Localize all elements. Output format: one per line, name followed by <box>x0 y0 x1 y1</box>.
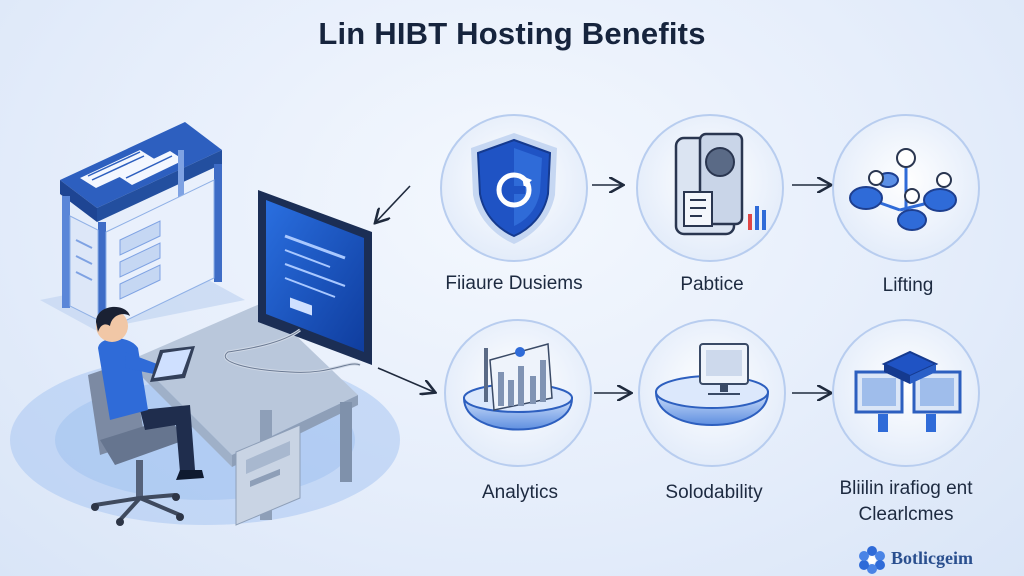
benefit-label-4: Analytics <box>481 482 559 503</box>
page-title: Lin HIBT Hosting Benefits <box>318 16 706 51</box>
benefit-label-3: Lifting <box>882 275 934 296</box>
server-device-icon <box>674 132 766 236</box>
analytics-bowl-icon <box>462 343 574 431</box>
benefit-circle-3 <box>832 114 980 262</box>
benefit-circle-5 <box>638 319 786 467</box>
benefit-circle-2 <box>636 114 784 262</box>
logo-flower-icon <box>859 546 885 574</box>
benefit-label-6-line2: Clearlcmes <box>858 504 954 525</box>
brand-logo-text: Botlicgeim <box>891 548 973 568</box>
benefit-label-2: Pabtice <box>680 274 744 295</box>
benefit-label-6-line1: Bliilin irafiog ent <box>839 478 973 499</box>
benefit-label-5: Solodability <box>665 482 763 503</box>
cloud-platform-icon <box>854 350 962 432</box>
benefit-circle-1 <box>440 114 588 262</box>
arrow-to-analytics <box>377 367 434 392</box>
benefit-circle-6 <box>832 319 980 467</box>
monitor-bowl-icon <box>654 343 770 426</box>
arrow-to-monitor <box>376 185 411 222</box>
shield-icon <box>471 133 557 244</box>
server-rack <box>40 122 245 331</box>
benefit-circle-4 <box>444 319 592 467</box>
person-at-desk <box>96 306 204 480</box>
flow-arrows <box>376 185 830 393</box>
workstation-illustration <box>10 122 400 526</box>
benefit-label-1: Fiiaure Dusiems <box>445 273 583 294</box>
benefit-label-6: Bliilin irafiog ent Clearlcmes <box>796 476 1016 528</box>
network-nodes-icon <box>849 148 957 231</box>
monitor <box>223 190 372 374</box>
